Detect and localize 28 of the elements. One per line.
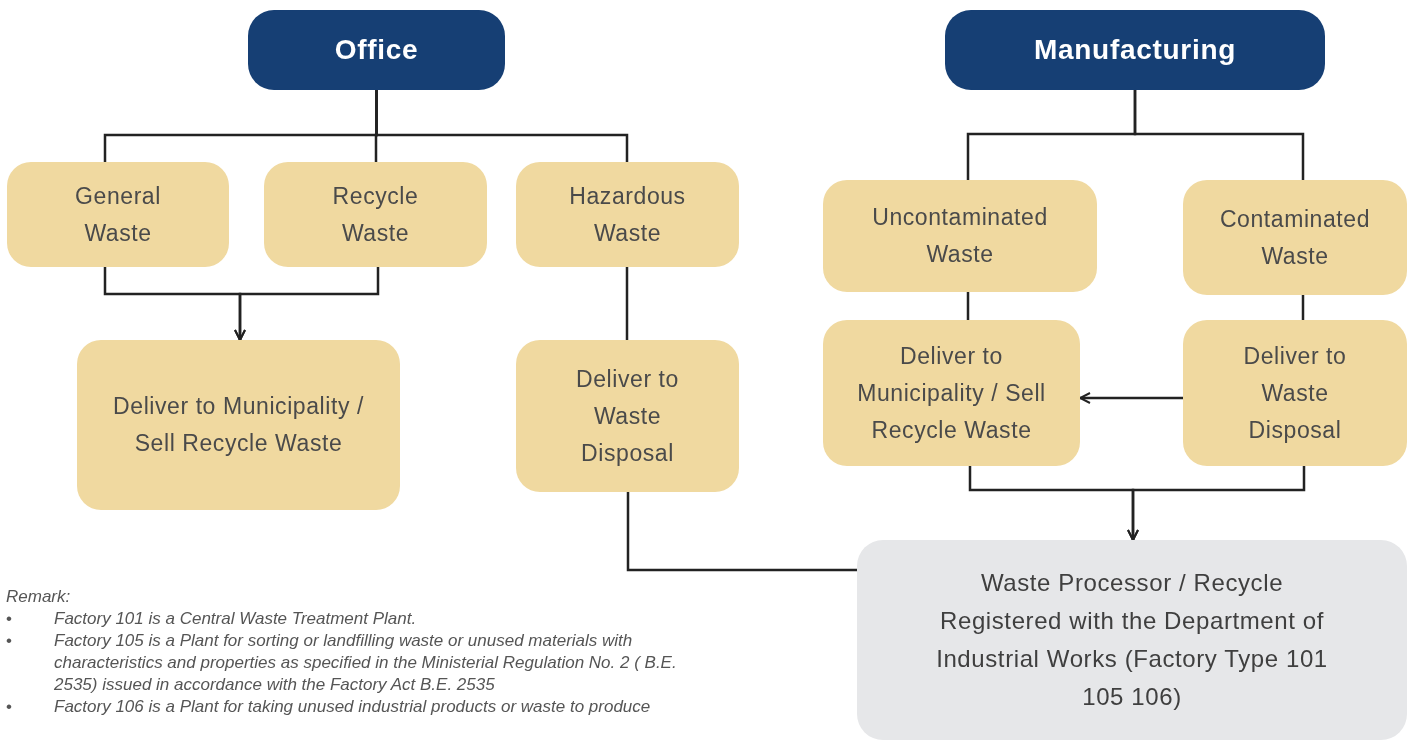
process-box: Contaminated Waste bbox=[1183, 180, 1407, 295]
connector-line bbox=[625, 267, 629, 340]
process-box: Hazardous Waste bbox=[516, 162, 739, 267]
header-box: Manufacturing bbox=[945, 10, 1325, 90]
remark-note: Factory 101 is a Central Waste Treatment Plant. bbox=[54, 608, 417, 630]
process-box: Deliver to Waste Disposal bbox=[1183, 320, 1407, 466]
process-box: General Waste bbox=[7, 162, 229, 267]
process-box: Uncontaminated Waste bbox=[823, 180, 1097, 292]
connector-line bbox=[1301, 295, 1305, 320]
connector-line bbox=[375, 90, 629, 162]
remark-note: Factory 105 is a Plant for sorting or landfilling waste or unused materials with characteristics and properties as specified in the Ministerial Regulation No. 2 ( B.E. 2535) issued in accordance with the Factory Act B.E. 2535 bbox=[54, 630, 678, 696]
remark-note: Factory 106 is a Plant for taking unused industrial products or waste to produce bbox=[54, 696, 651, 718]
process-box: Deliver to Municipality / Sell Recycle Waste bbox=[77, 340, 400, 510]
process-box: Deliver to Waste Disposal bbox=[516, 340, 739, 492]
arrow bbox=[1079, 392, 1183, 404]
connector-line bbox=[966, 292, 970, 320]
bullet: • bbox=[6, 630, 13, 652]
arrow bbox=[1127, 466, 1306, 541]
arrow bbox=[234, 267, 380, 341]
header-box: Office bbox=[248, 10, 505, 90]
bullet: • bbox=[6, 696, 13, 718]
remark-heading: Remark: bbox=[6, 586, 72, 608]
connector-line bbox=[626, 492, 857, 572]
bullet: • bbox=[6, 608, 13, 630]
process-box: Recycle Waste bbox=[264, 162, 487, 267]
process-box: Deliver to Municipality / Sell Recycle Waste bbox=[823, 320, 1080, 466]
connector-line bbox=[1133, 90, 1305, 180]
result-box: Waste Processor / Recycle Registered with the Department of Industrial Works (Factory Type 101 105 106) bbox=[857, 540, 1407, 740]
